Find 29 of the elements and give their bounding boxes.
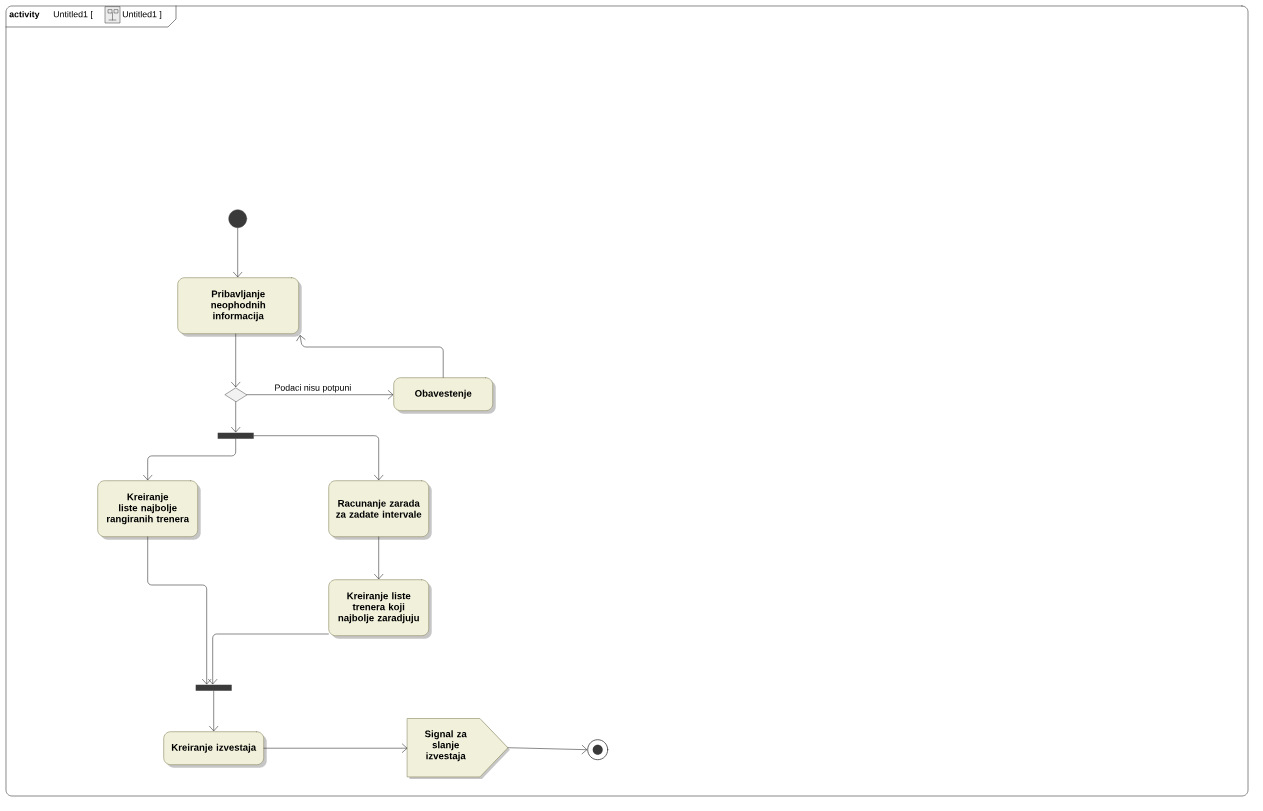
activity-frame: [5, 5, 1249, 797]
fork-bar: [195, 684, 232, 691]
arrow: [296, 335, 444, 378]
edge-label: Podaci nisu potpuni: [273, 383, 353, 394]
arrow: [263, 743, 408, 753]
arrow: [207, 633, 329, 685]
arrow: [230, 401, 241, 433]
final-node: [587, 739, 609, 761]
action-box: Obavestenje: [393, 377, 496, 414]
action-box: Kreiranje liste trenera koji najbolje zaradjuju: [328, 579, 432, 639]
arrow: [246, 389, 394, 400]
arrow: [208, 690, 219, 732]
frame-name: Untitled1 ]: [122, 10, 162, 20]
fork-bar: [217, 432, 254, 439]
arrow: [147, 536, 212, 685]
frame-name: Untitled1 [: [53, 10, 93, 20]
action-box: Pribavljanje neophodnih informacija: [177, 277, 302, 337]
decision-diamond: [224, 387, 247, 402]
action-box: Kreiranje liste najbolje rangiranih trenera: [97, 480, 201, 540]
initial-node: [228, 209, 247, 228]
arrow: [507, 744, 588, 755]
arrow: [142, 438, 236, 481]
action-box: Kreiranje izvestaja: [163, 731, 267, 768]
arrow: [232, 227, 243, 278]
arrow: [230, 333, 241, 388]
action-box: Racunanje zarada za zadate intervale: [328, 480, 432, 540]
frame-keyword: activity: [9, 10, 40, 20]
arrow: [253, 435, 384, 481]
arrow: [373, 536, 384, 580]
